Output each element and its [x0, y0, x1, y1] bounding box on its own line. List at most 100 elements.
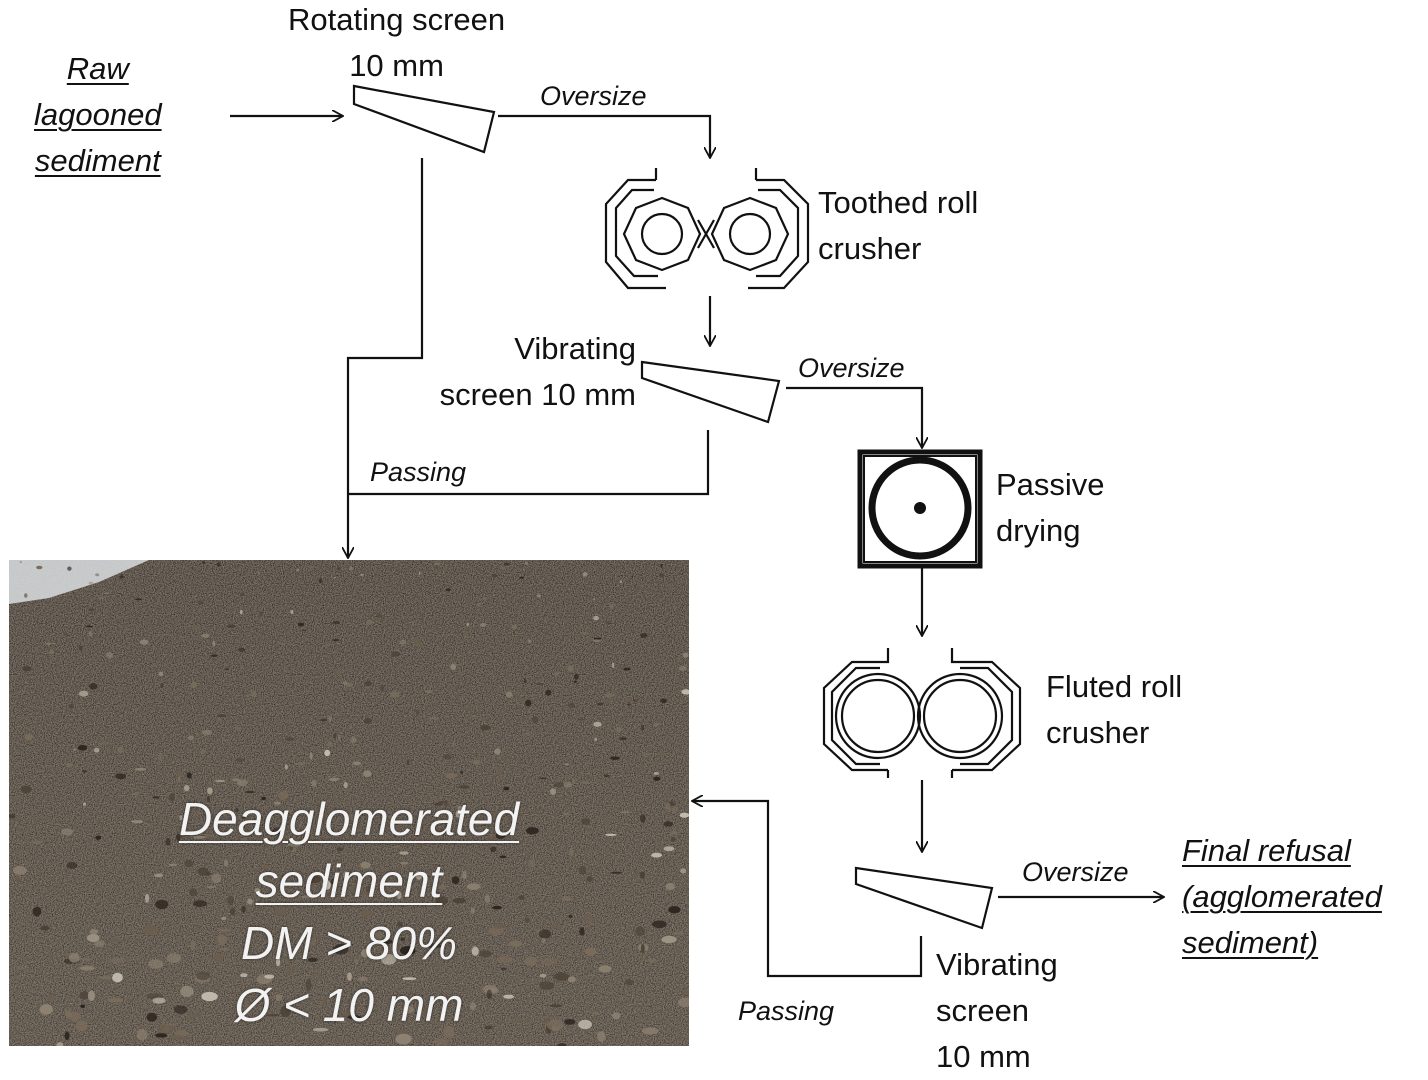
pebble	[64, 1031, 70, 1041]
pebble	[87, 990, 95, 1001]
pebble	[402, 977, 417, 980]
pebble	[12, 796, 22, 802]
pebble	[681, 689, 689, 695]
pebble	[524, 956, 537, 966]
pebble	[349, 566, 353, 571]
pebble	[333, 943, 349, 955]
pebble	[119, 686, 125, 691]
pebble	[497, 956, 513, 964]
pebble	[79, 966, 95, 971]
pebble	[597, 1031, 606, 1042]
pebble	[306, 935, 321, 938]
pebble	[402, 1005, 414, 1014]
pebble	[406, 759, 410, 765]
pebble	[311, 972, 324, 981]
pebble	[357, 976, 368, 982]
pebble	[670, 837, 676, 842]
pebble	[222, 809, 227, 817]
pebble	[281, 643, 285, 645]
pebble	[261, 864, 269, 870]
pebble	[619, 580, 622, 584]
pebble	[157, 753, 163, 761]
pebble	[591, 1011, 599, 1016]
pebble	[247, 898, 253, 905]
pebble	[46, 695, 55, 698]
pebble	[210, 654, 218, 657]
pebble	[301, 629, 307, 632]
pebble	[223, 859, 229, 867]
pebble	[670, 830, 678, 835]
pebble	[95, 573, 100, 577]
pebble	[438, 829, 446, 836]
pebble	[127, 822, 136, 827]
pebble	[541, 957, 558, 966]
product-name-line-2: sediment	[255, 855, 443, 907]
pebble	[205, 871, 211, 876]
pebble	[201, 633, 210, 638]
pebble	[414, 641, 423, 647]
pebble	[200, 748, 206, 755]
pebble	[659, 573, 664, 578]
pebble	[604, 692, 615, 698]
pebble	[364, 717, 372, 724]
pebble	[436, 571, 443, 575]
pebble	[499, 855, 507, 859]
pebble	[567, 665, 574, 672]
pebble	[82, 802, 87, 806]
pebble	[490, 846, 497, 852]
pebble	[45, 642, 53, 645]
pebble	[217, 934, 227, 945]
pebble	[241, 815, 246, 819]
pebble	[602, 817, 611, 826]
pebble	[568, 914, 573, 919]
pebble	[494, 748, 501, 755]
pebble	[335, 651, 342, 654]
pebble	[391, 650, 401, 657]
pebble	[450, 663, 457, 670]
pebble	[400, 946, 416, 956]
pebble	[536, 594, 542, 598]
pebble	[536, 600, 541, 605]
pebble	[510, 636, 516, 639]
pebble	[389, 691, 400, 698]
pebble	[274, 907, 286, 916]
pebble	[400, 937, 406, 942]
pebble	[360, 861, 371, 869]
pebble	[81, 958, 93, 961]
pebble	[61, 828, 74, 836]
pebble	[202, 561, 206, 564]
pebble	[573, 680, 577, 683]
pebble	[669, 805, 679, 812]
pebble	[489, 836, 495, 845]
pebble	[86, 934, 100, 942]
pebble	[458, 785, 470, 789]
pebble	[493, 923, 507, 929]
pebble	[216, 562, 221, 567]
pebble	[221, 739, 230, 742]
pebble	[310, 565, 314, 568]
pebble	[240, 973, 248, 978]
pebble	[211, 873, 222, 884]
pebble	[342, 681, 348, 685]
pebble	[576, 625, 584, 629]
vibrating-screen-2-label: Vibrating screen 10 mm	[936, 942, 1058, 1080]
vibrating-screen-2-icon	[854, 866, 994, 930]
pebble	[455, 810, 462, 818]
pebble	[640, 633, 648, 638]
pebble	[366, 619, 373, 625]
pebble	[330, 879, 335, 885]
pebble	[466, 623, 470, 626]
pebble	[397, 921, 403, 927]
pebble	[325, 644, 330, 647]
pebble	[266, 1013, 280, 1017]
pebble	[230, 976, 235, 980]
pebble	[9, 1032, 16, 1038]
pebble	[174, 1005, 188, 1014]
pebble	[564, 1019, 576, 1025]
rotating-screen-line-2: 10 mm	[349, 48, 444, 83]
pebble	[245, 790, 255, 794]
pebble	[284, 737, 295, 741]
pebble	[596, 702, 604, 706]
pebble	[443, 566, 445, 570]
pebble	[56, 1042, 64, 1046]
